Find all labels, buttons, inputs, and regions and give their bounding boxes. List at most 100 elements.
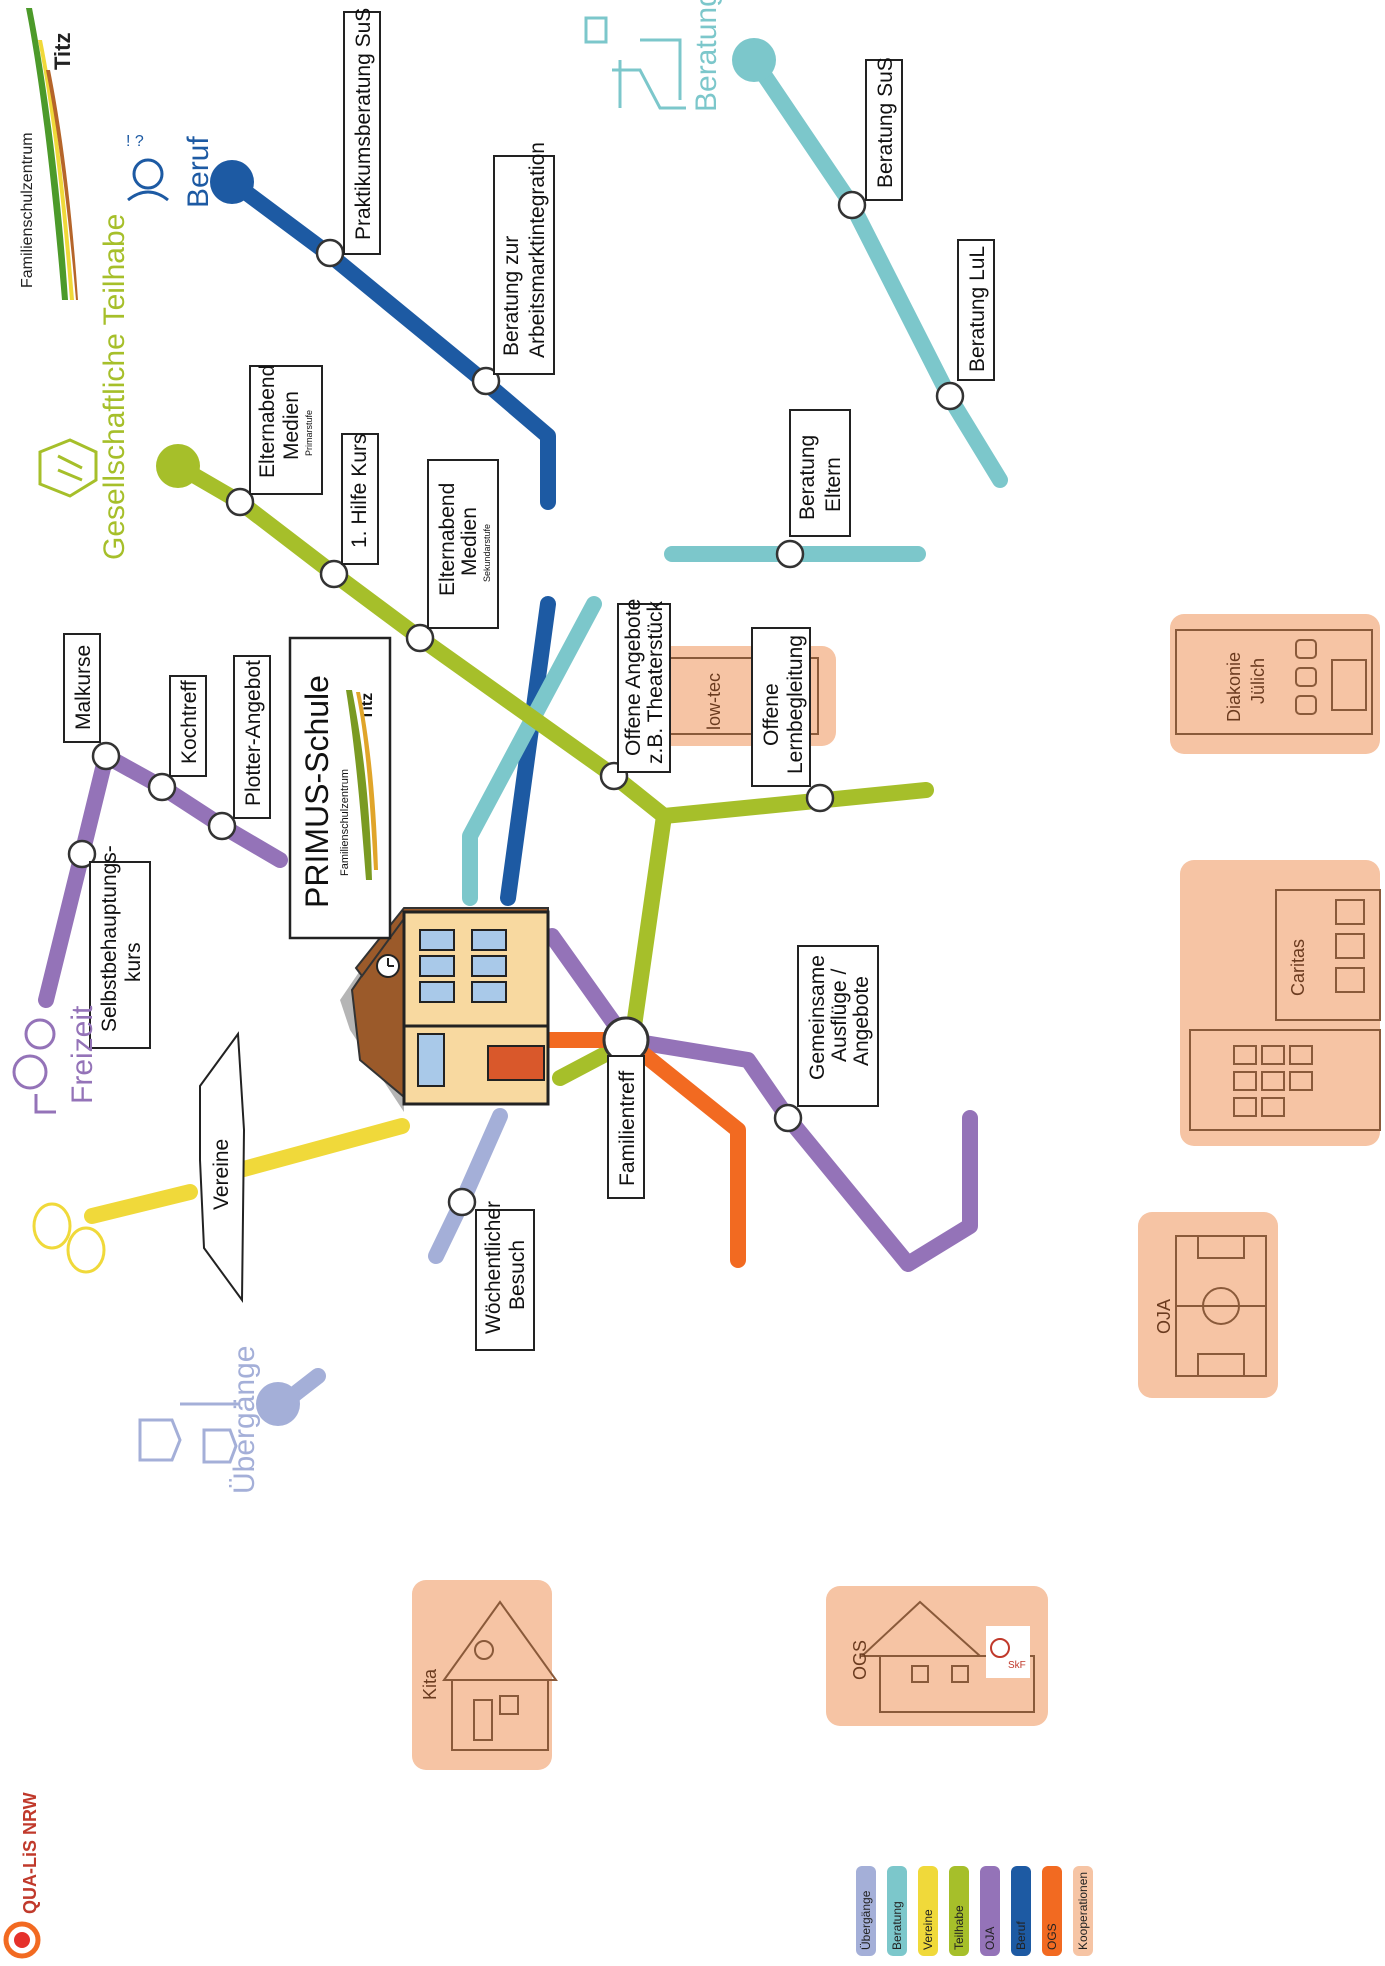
station-selbstbehauptung — [67, 839, 97, 869]
person-question-icon — [132, 158, 164, 190]
partner-kita: Kita — [412, 1580, 558, 1770]
station-label-beratung-eltern-1: Beratung — [796, 435, 819, 520]
label-box-praktikum — [343, 11, 381, 255]
station-label-kochtreff: Kochtreff — [178, 680, 201, 764]
line-beratung — [746, 52, 1008, 488]
label-box-kochtreff — [169, 675, 207, 777]
label-box-hilfe — [341, 433, 379, 565]
station-label-woechentlich-1: Wöchentlicher — [482, 1201, 505, 1334]
station-beratung-sus — [837, 190, 867, 220]
label-box-selbstbehauptung — [89, 861, 151, 1049]
brand-qualis: QUA-LiS NRW — [3, 1792, 41, 1959]
legend-label: OJA — [983, 1927, 997, 1950]
partner-lowtec-label: low-tec — [704, 673, 724, 730]
label-box-gemeinsame — [797, 945, 879, 1107]
legend-label: Beratung — [890, 1901, 904, 1950]
station-lernbegleitung — [805, 783, 835, 813]
school-card-title: PRIMUS-Schule — [299, 675, 335, 908]
legend-swatch — [856, 1866, 876, 1956]
tag-uebergaenge: Übergänge — [138, 1346, 261, 1494]
station-label-elternabend-s-2: Medien — [458, 507, 481, 576]
station-elternabend-sek — [405, 623, 435, 653]
brand-logo-icon — [3, 1921, 41, 1959]
label-box-elternabend-sek — [427, 459, 499, 629]
station-label-malkurse: Malkurse — [72, 645, 95, 730]
station-gemeinsame-ausfluege — [773, 1103, 803, 1133]
partner-caritas: Caritas — [1180, 860, 1381, 1146]
station-label-gemeinsam-3: Angebote — [850, 976, 873, 1066]
station-hilfe — [319, 559, 349, 589]
station-label-praktikum: Praktikumsberatung SuS — [352, 8, 375, 240]
partner-caritas-label: Caritas — [1288, 939, 1308, 996]
station-beratung-eltern — [775, 539, 805, 569]
station-label-selbst-2: kurs — [122, 942, 145, 982]
legend-swatch — [887, 1866, 907, 1956]
terminus-beratung — [732, 38, 776, 82]
station-label-elternabend-p-2: Medien — [280, 391, 303, 460]
legend-label: Übergänge — [859, 1890, 873, 1950]
label-box-plotter — [233, 655, 271, 819]
station-plotter — [207, 811, 237, 841]
station-beratung-lul — [935, 381, 965, 411]
station-label-elternabend-p-1: Elternabend — [256, 365, 279, 478]
station-label-elternabend-s-3: Sekundarstufe — [482, 524, 492, 582]
station-label-lern-2: Lernbegleitung — [784, 635, 807, 774]
legend-swatch — [1011, 1866, 1031, 1956]
label-box-beratung-eltern — [789, 409, 851, 537]
partner-kita-label: Kita — [420, 1668, 440, 1700]
label-box-beratung-lul — [957, 239, 995, 381]
station-label-familientreff: Familientreff — [616, 1071, 639, 1186]
partner-diakonie-label-2: Jülich — [1248, 658, 1268, 704]
partner-ogs: SkF OGS — [826, 1586, 1048, 1726]
tag-beruf: ! ? Beruf — [126, 133, 215, 208]
station-label-elternabend-s-1: Elternabend — [436, 483, 459, 596]
logo-name: Familienschulzentrum — [19, 132, 36, 288]
station-label-arbeitsmarkt-1: Beratung zur — [500, 236, 523, 356]
line-beratung-lower — [462, 596, 602, 906]
line-label-beruf: Beruf — [182, 136, 215, 208]
vereine-signpost: Vereine — [199, 1031, 246, 1304]
partner-diakonie-label-1: Diakonie — [1224, 652, 1244, 722]
brand-name: QUA-LiS NRW — [20, 1792, 40, 1914]
station-arbeitsmarkt — [471, 366, 501, 396]
station-malkurse — [91, 741, 121, 771]
svg-text:! ?: ! ? — [126, 133, 144, 150]
school-building-illustration — [340, 907, 550, 1112]
tag-teilhabe: Gesellschaftliche Teilhabe — [38, 214, 131, 560]
label-box-familientreff — [607, 1055, 645, 1199]
theater-masks-icon — [32, 1202, 106, 1274]
tag-beratung: Beratung — [584, 0, 723, 112]
station-label-woechentlich-2: Besuch — [506, 1240, 529, 1310]
tag-freizeit: Freizeit — [12, 1005, 99, 1114]
legend-label: OGS — [1045, 1923, 1059, 1950]
station-praktikum — [315, 238, 345, 268]
legend-label: Vereine — [921, 1909, 935, 1950]
legend-label: Kooperationen — [1076, 1872, 1090, 1950]
station-label-plotter: Plotter-Angebot — [242, 660, 265, 806]
counseling-chair-icon — [584, 16, 686, 110]
terminus-uebergaenge — [256, 1382, 300, 1426]
line-label-freizeit: Freizeit — [66, 1005, 99, 1104]
partner-diakonie: Diakonie Jülich — [1170, 614, 1380, 754]
label-box-offene-angebote — [617, 603, 671, 773]
legend-swatch — [949, 1866, 969, 1956]
station-label-hilfe: 1. Hilfe Kurs — [348, 434, 371, 548]
station-label-gemeinsam-2: Ausflüge / — [828, 968, 851, 1062]
station-elternabend-primar — [225, 487, 255, 517]
station-woechentlich — [447, 1187, 477, 1217]
station-label-arbeitsmarkt-2: Arbeitsmarktintegration — [526, 142, 549, 358]
station-label-lern-1: Offene — [760, 683, 783, 746]
terminus-teilhabe — [156, 444, 200, 488]
signpost-icon — [138, 1402, 240, 1464]
station-label-offene-1: Offene Angebote — [622, 599, 645, 756]
legend-swatch — [980, 1866, 1000, 1956]
logo-familienschulzentrum: Familienschulzentrum Titz — [19, 8, 78, 300]
logo-place: Titz — [50, 33, 75, 70]
partner-oja: OJA — [1138, 1212, 1278, 1398]
leisure-icon — [12, 1018, 56, 1114]
label-box-woechentlich — [475, 1209, 535, 1351]
station-kochtreff — [147, 772, 177, 802]
legend-swatch — [1073, 1866, 1093, 1956]
line-label-beratung: Beratung — [690, 0, 723, 112]
